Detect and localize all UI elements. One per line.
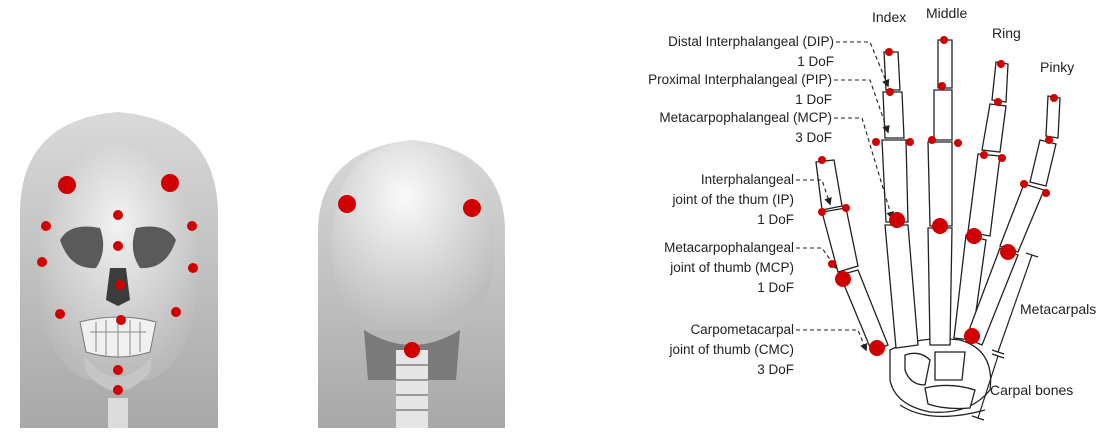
head-back [318, 140, 505, 428]
hand-marker-dot [835, 271, 851, 287]
front-marker-dot [113, 241, 123, 251]
label-ip-line2: joint of the thum (IP) [671, 192, 794, 207]
label-index: Index [872, 9, 906, 25]
label-pinky: Pinky [1040, 59, 1074, 75]
front-marker-dot [188, 263, 198, 273]
hand-marker-dot [889, 212, 905, 228]
label-carpal-bones: Carpal bones [990, 382, 1073, 398]
hand-marker-dot [997, 60, 1005, 68]
label-dip-dof: 1 DoF [797, 54, 834, 69]
front-marker-dot [55, 309, 65, 319]
hand-marker-dot [818, 156, 826, 164]
front-marker-dot [41, 221, 51, 231]
skull-back [332, 140, 495, 330]
label-dip-name: Distal Interphalangeal (DIP) [668, 34, 834, 49]
skull-front [20, 112, 218, 428]
hand-marker-dot [964, 328, 980, 344]
hand-marker-dot [1020, 180, 1028, 188]
label-mcp-dof: 3 DoF [795, 130, 832, 145]
hand-marker-dot [938, 82, 946, 90]
hand-marker-dot [1042, 189, 1050, 197]
hand-marker-dot [828, 260, 836, 268]
label-pip-name: Proximal Interphalangeal (PIP) [648, 72, 832, 87]
hand-marker-dot [885, 48, 893, 56]
label-middle: Middle [926, 5, 967, 21]
hand-marker-dot [998, 154, 1006, 162]
metacarpal-index [885, 225, 918, 348]
hand-marker-dot [1000, 244, 1016, 260]
label-ring: Ring [992, 25, 1021, 41]
back-marker-dot [338, 195, 356, 213]
label-ip-line1: Interphalangeal [701, 172, 794, 187]
hand-marker-dot [842, 204, 850, 212]
back-marker-dot [463, 199, 481, 217]
label-ip-dof: 1 DoF [757, 212, 794, 227]
hand-marker-dot [994, 98, 1002, 106]
neck-vertebrae [108, 398, 128, 428]
label-cmc-line2: joint of thumb (CMC) [668, 342, 794, 357]
front-marker-dot [113, 210, 123, 220]
label-tmcp-line1: Metacarpophalangeal [664, 240, 794, 255]
label-metacarpals: Metacarpals [1020, 301, 1096, 317]
label-cmc-line1: Carpometacarpal [690, 322, 794, 337]
hand-marker-dot [928, 136, 936, 144]
hand-marker-dot [940, 36, 948, 44]
hand-marker-dot [869, 340, 885, 356]
front-marker-dot [116, 315, 126, 325]
hand-marker-dot [980, 151, 988, 159]
front-marker-dot [187, 221, 197, 231]
label-mcp-name: Metacarpophalangeal (MCP) [659, 110, 832, 125]
front-marker-dot [113, 385, 123, 395]
front-marker-dot [171, 307, 181, 317]
hand-marker-dot [872, 138, 880, 146]
front-marker-dot [37, 257, 47, 267]
label-cmc-dof: 3 DoF [757, 362, 794, 377]
hand-marker-dot [954, 139, 962, 147]
front-marker-dot [58, 176, 76, 194]
leader-lines [796, 42, 892, 350]
hand-marker-dot [906, 138, 914, 146]
hand-marker-dot [818, 208, 826, 216]
hand-marker-dot [1050, 94, 1058, 102]
front-marker-dot [161, 174, 179, 192]
hand-marker-dot [1045, 136, 1053, 144]
front-marker-dot [115, 280, 125, 290]
hand-marker-dot [966, 228, 982, 244]
label-tmcp-dof: 1 DoF [757, 280, 794, 295]
front-marker-dot [113, 365, 123, 375]
hand-marker-dot [932, 218, 948, 234]
hand-marker-dot [886, 88, 894, 96]
metacarpal-middle [928, 228, 952, 345]
label-pip-dof: 1 DoF [795, 92, 832, 107]
label-tmcp-line2: joint of thumb (MCP) [669, 260, 794, 275]
back-marker-dot [404, 342, 420, 358]
spine [396, 350, 428, 428]
